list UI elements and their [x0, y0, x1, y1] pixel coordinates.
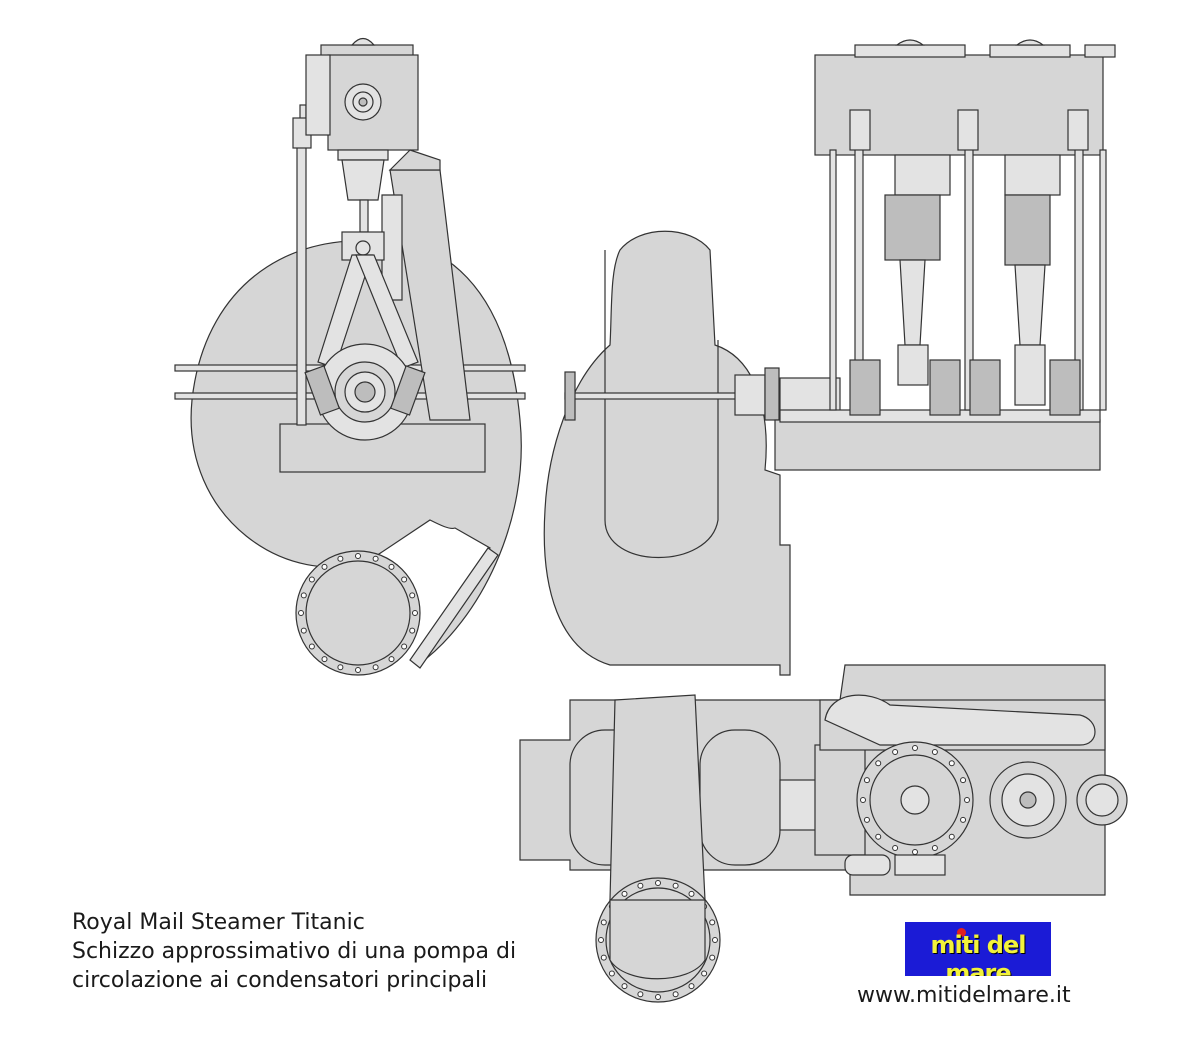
flange-bolt [412, 610, 418, 616]
flange-bolt [321, 563, 328, 570]
plan-view [519, 664, 1128, 1003]
flange-bolt [372, 664, 379, 671]
flange-bolt [655, 994, 661, 1000]
flange-bolt [948, 833, 955, 840]
flange-bolt [337, 555, 344, 562]
flange-bolt [401, 576, 408, 583]
website-url: www.mitidelmare.it [857, 983, 1071, 1008]
flange-bolt [709, 954, 716, 961]
flange-bolt [688, 890, 695, 897]
flange-bolt [308, 643, 315, 650]
flange-bolt [863, 816, 870, 823]
flange-bolt [931, 845, 938, 852]
flange-bolt [960, 777, 967, 784]
flange-bolt [321, 656, 328, 663]
flange-bolt [701, 970, 708, 977]
flange-bolt [608, 970, 615, 977]
flange-bolt [637, 991, 644, 998]
brand-logo: miti del mare [905, 922, 1051, 976]
flange-bolt [948, 760, 955, 767]
logo-text: miti del mare [930, 931, 1027, 976]
flange-bolt [931, 748, 938, 755]
flange-bolt [621, 983, 628, 990]
flange-bolt [672, 882, 679, 889]
drawing-caption: Royal Mail Steamer Titanic Schizzo appro… [72, 908, 516, 995]
flange-bolt [300, 592, 307, 599]
flange-bolt [688, 983, 695, 990]
flange-bolt [355, 667, 361, 673]
flange-bolt [600, 919, 607, 926]
logo-dot-icon [957, 928, 966, 937]
flange-bolt [892, 845, 899, 852]
flange-bolt [672, 991, 679, 998]
flange-bolt [298, 610, 304, 616]
caption-line-1: Royal Mail Steamer Titanic [72, 910, 365, 935]
flange-bolt [912, 745, 918, 751]
flange-bolt [388, 656, 395, 663]
end-elevation-view [174, 37, 526, 676]
flange-bolt [912, 849, 918, 855]
flange-bolt [860, 797, 866, 803]
flange-bolt [300, 627, 307, 634]
flange-bolt [621, 890, 628, 897]
flange-bolt [709, 919, 716, 926]
caption-line-2: Schizzo approssimativo di una pompa di [72, 939, 517, 964]
flange-bolt [875, 833, 882, 840]
flange-bolt [401, 643, 408, 650]
flange-bolt [875, 760, 882, 767]
flange-bolt [308, 576, 315, 583]
flange-bolt [598, 937, 604, 943]
flange-bolt [600, 954, 607, 961]
flange-bolt [892, 748, 899, 755]
flange-bolt [863, 777, 870, 784]
flange-bolt [409, 627, 416, 634]
flange-bolt [637, 882, 644, 889]
side-elevation-view [543, 39, 1116, 676]
flange-bolt [388, 563, 395, 570]
flange-bolt [712, 937, 718, 943]
flange-bolt [964, 797, 970, 803]
flange-bolt [337, 664, 344, 671]
flange-bolt [655, 880, 661, 886]
flange-bolt [355, 553, 361, 559]
flange-bolt [409, 592, 416, 599]
flange-bolt [960, 816, 967, 823]
flange-bolts [298, 553, 418, 673]
caption-line-3: circolazione ai condensatori principali [72, 968, 488, 993]
flange-bolt [372, 555, 379, 562]
